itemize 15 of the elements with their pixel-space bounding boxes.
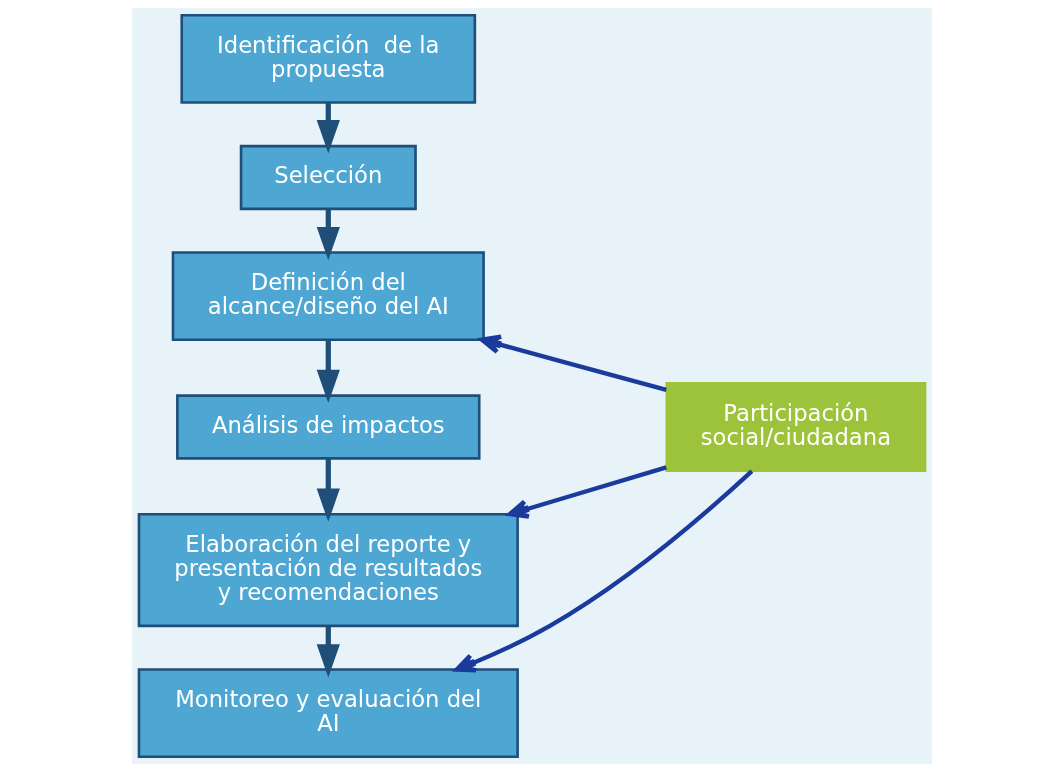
node-box: Análisis de impactos [175,394,481,460]
node-box: Elaboración del reporte y presentación de resultados y recomendaciones [137,512,519,628]
node-box: Identificación de la propuesta [179,13,476,104]
arrow [316,102,340,154]
arrow [454,469,753,673]
arrow [316,626,340,678]
node-box: Selección [239,144,417,211]
arrow [507,465,667,519]
arrow [316,209,340,261]
arrow [316,459,340,522]
node-box: Participación social/ciudadana [665,382,926,472]
arrow [316,340,340,404]
arrow [479,334,667,393]
node-box: Monitoreo y evaluación del AI [137,668,519,759]
node-box: Definición del alcance/diseño del AI [171,251,485,342]
